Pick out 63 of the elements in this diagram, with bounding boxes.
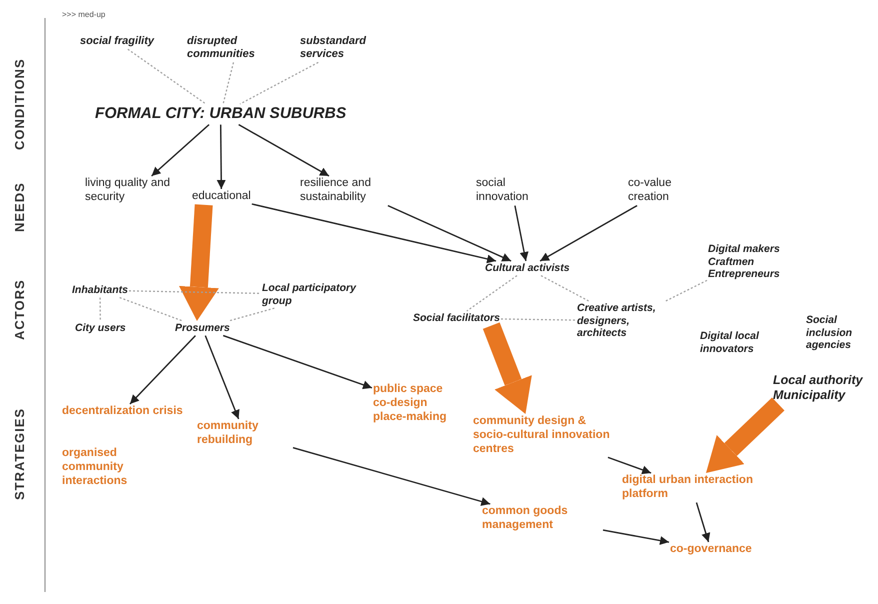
row-label: ACTORS <box>12 279 27 340</box>
arrow <box>151 124 210 177</box>
node-text: decentralization crisis <box>62 405 183 419</box>
node-text: living quality and security <box>85 177 172 205</box>
node-text: FORMAL CITY: URBAN SUBURBS <box>95 105 346 124</box>
connector-line <box>500 318 576 321</box>
arrow <box>204 335 240 420</box>
connector-line <box>665 280 708 302</box>
arrow <box>608 456 652 474</box>
arrow <box>129 335 196 404</box>
connector-line <box>228 308 275 322</box>
node-text: social fragility <box>80 35 154 48</box>
node-text: Prosumers <box>175 322 230 335</box>
node-text: Inhabitants <box>72 284 128 297</box>
node-text: organised community interactions <box>62 447 128 488</box>
node-text: Craftmen <box>708 256 754 268</box>
row-label: CONDITIONS <box>12 58 27 150</box>
connector-line <box>129 290 262 294</box>
node-text: Social inclusion agencies <box>806 314 854 352</box>
node-text: Local authority Municipality <box>773 373 864 403</box>
block-arrow <box>482 322 530 414</box>
connector-line <box>466 275 518 312</box>
node-text: resilience and sustainability <box>300 177 372 205</box>
node-text: educational <box>192 190 251 204</box>
node-text: co-value creation <box>628 177 672 205</box>
block-arrow <box>182 204 216 321</box>
arrow <box>292 446 490 506</box>
node-text: community rebuilding <box>197 420 260 448</box>
node-text: Digital makers <box>708 243 780 256</box>
node-text: community design & socio-cultural innovation centres <box>473 415 611 456</box>
node-text: Local participatory group <box>262 282 358 308</box>
node-text: Entrepreneurs <box>708 268 780 281</box>
row-label: STRATEGIES <box>12 408 27 500</box>
node-text: Social facilitators <box>413 312 500 325</box>
block-arrow <box>706 397 784 473</box>
node-text: digital urban interaction platform <box>622 474 754 502</box>
connector-line <box>119 297 183 322</box>
arrow <box>216 124 226 189</box>
connector-line <box>240 62 319 105</box>
node-text: public space co-design place-making <box>373 383 448 424</box>
node-text: Cultural activists <box>485 262 570 275</box>
connector-line <box>127 48 206 104</box>
node-text: disrupted communities <box>187 35 256 62</box>
mode-label: >>> med-up <box>62 10 106 19</box>
arrow <box>222 334 372 390</box>
row-label: NEEDS <box>12 182 27 232</box>
connector-line <box>540 275 589 302</box>
connector-line <box>222 62 234 104</box>
node-text: social innovation <box>476 177 530 205</box>
arrow <box>602 529 670 545</box>
node-text: City users <box>75 322 126 335</box>
arrow <box>238 124 330 177</box>
node-text: Digital local innovators <box>700 330 760 356</box>
arrow <box>696 502 710 542</box>
connector-line <box>99 298 101 321</box>
arrow <box>388 204 512 262</box>
arrow <box>252 203 496 264</box>
arrow <box>540 204 638 262</box>
arrow <box>514 205 529 262</box>
node-text: Creative artists, designers, architects <box>577 302 657 340</box>
node-text: substandard services <box>300 35 368 62</box>
node-text: common goods management <box>482 505 569 533</box>
node-text: co-governance <box>670 543 752 557</box>
